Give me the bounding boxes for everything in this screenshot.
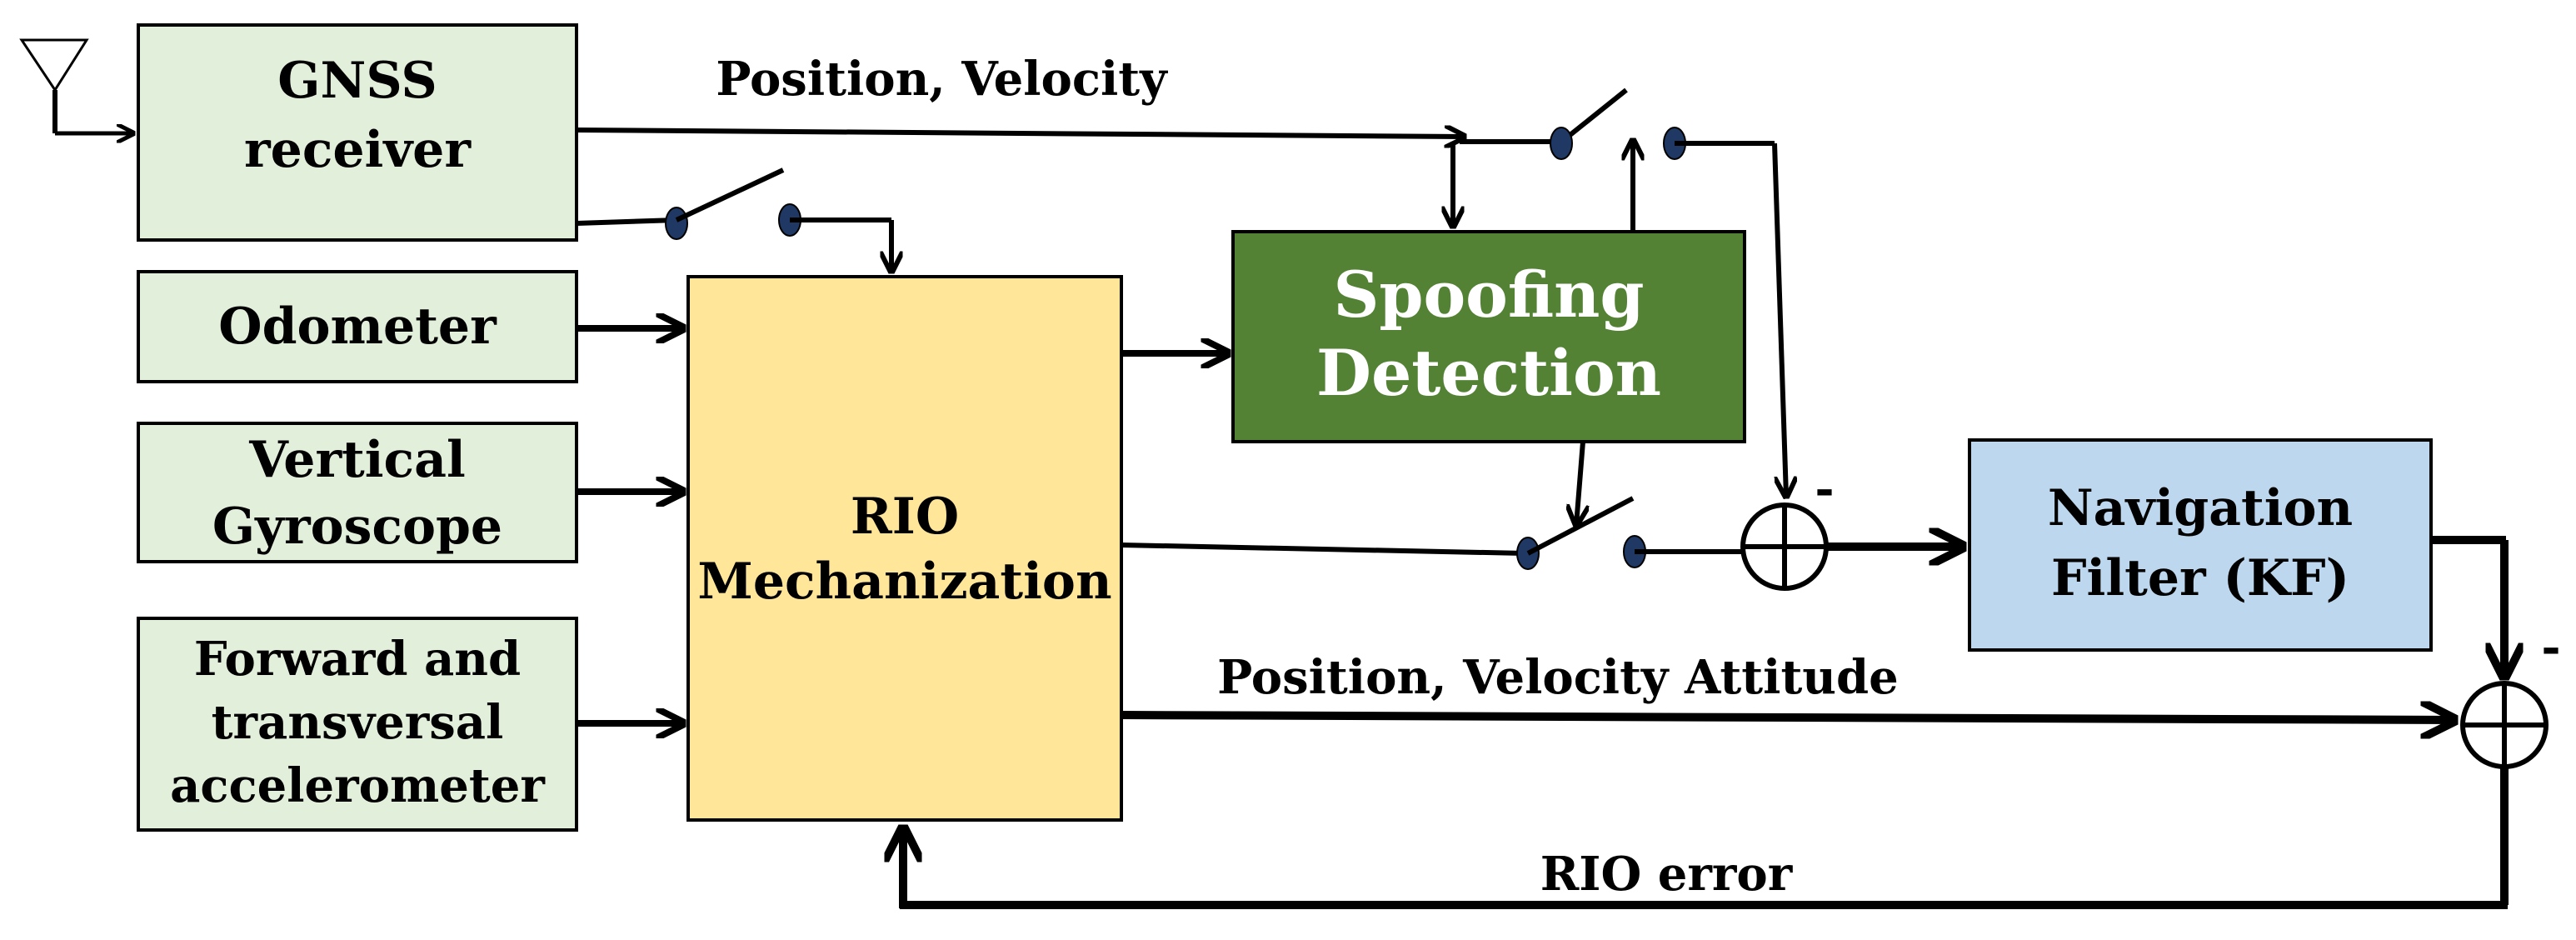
gnss-output-switch xyxy=(1550,88,1786,497)
gnss-output-label: Position, Velocity xyxy=(716,52,1168,107)
gnss-to-switch-connection xyxy=(576,130,1560,227)
accelerometer-block: Forward and transversal accelerometer xyxy=(137,617,578,832)
accel-label-line-1: Forward and xyxy=(194,632,521,687)
spoof-label-line-1: Spoofing xyxy=(1333,258,1644,332)
navigation-filter-block: Navigation Filter (KF) xyxy=(1968,438,2433,652)
odometer-block: Odometer xyxy=(137,270,578,383)
feedback-label: RIO error xyxy=(1540,847,1794,902)
nav-label-line-1: Navigation xyxy=(2048,479,2353,538)
gnss-receiver-block: GNSS receiver xyxy=(137,23,578,242)
gyro-label-line-1: Vertical xyxy=(248,431,466,489)
rio-output-switch xyxy=(1121,496,1741,570)
rio-to-node-arrow xyxy=(1121,715,2454,720)
rio-output-label: Position, Velocity Attitude xyxy=(1217,650,1899,705)
gnss-label-line-2: receiver xyxy=(244,121,472,179)
nav-filter-to-node-connection xyxy=(2431,536,2506,677)
gyro-label-line-2: Gyroscope xyxy=(212,498,502,556)
spoof-label-line-2: Detection xyxy=(1316,336,1661,410)
gnss-to-rio-switch xyxy=(576,168,891,272)
rio-label-line-1: RIO xyxy=(851,488,959,546)
accel-label-line-2: transversal xyxy=(212,695,504,750)
spoof-control-lower-switch xyxy=(1576,441,1583,525)
summing-junction-2 xyxy=(2460,681,2549,769)
spoofing-detection-block: Spoofing Detection xyxy=(1231,230,1746,443)
rio-error-feedback-connection xyxy=(900,767,2509,909)
rio-label-line-2: Mechanization xyxy=(697,552,1111,611)
accel-label-line-3: accelerometer xyxy=(170,758,546,813)
odometer-label: Odometer xyxy=(218,298,497,356)
gnss-label-line-1: GNSS xyxy=(277,52,437,110)
nav-label-line-2: Filter (KF) xyxy=(2051,549,2349,608)
minus-sign-1: - xyxy=(1815,462,1834,517)
summing-junction-1 xyxy=(1740,502,1829,591)
minus-sign-2: - xyxy=(2541,620,2560,675)
rio-mechanization-block: RIO Mechanization xyxy=(686,275,1123,822)
antenna-icon xyxy=(19,38,133,133)
vertical-gyroscope-block: Vertical Gyroscope xyxy=(137,422,578,563)
